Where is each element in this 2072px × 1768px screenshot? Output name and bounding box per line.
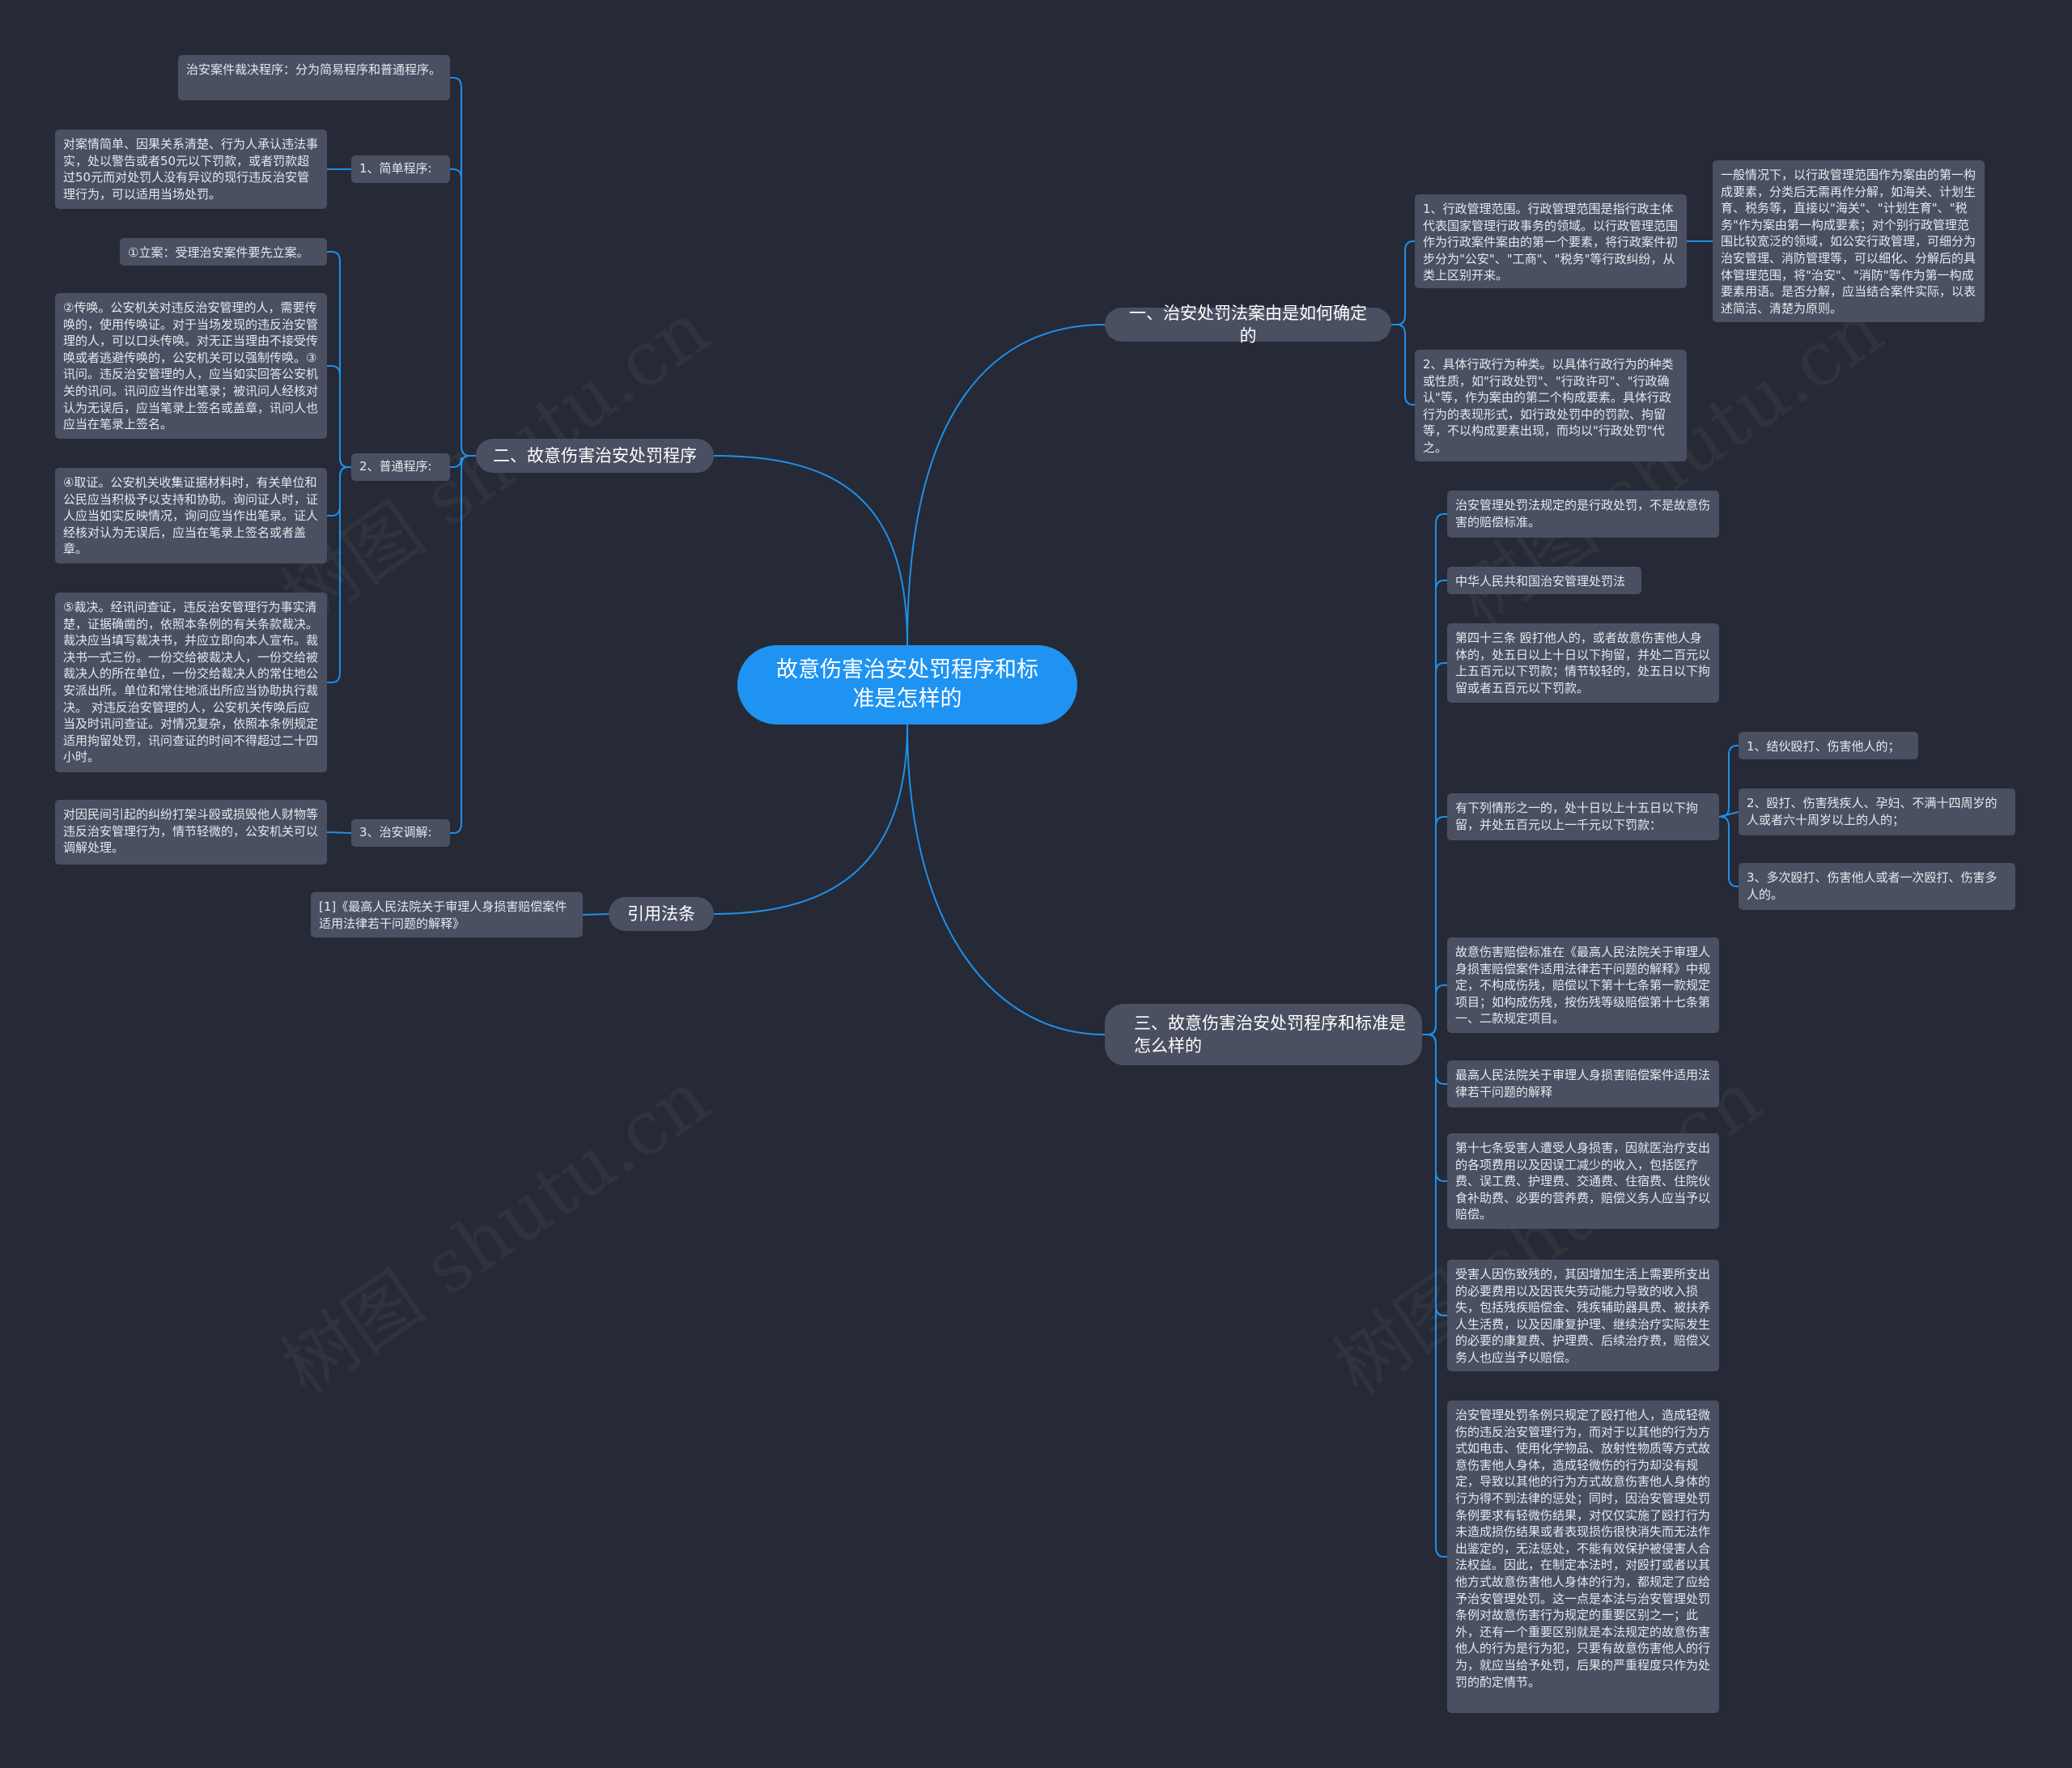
- procedure-overview[interactable]: 治安案件裁决程序：分为简易程序和普通程序。: [178, 55, 450, 100]
- link-b1-1: [1391, 324, 1415, 406]
- link-root-b2: [713, 455, 908, 646]
- standard-item-1[interactable]: 治安管理处罚法规定的是行政处罚，不是故意伤害的赔偿标准。: [1447, 491, 1719, 538]
- standard-item-6[interactable]: 最高人民法院关于审理人身损害赔偿案件适用法律若干问题的解释: [1447, 1060, 1719, 1107]
- link-normal-3: [327, 466, 351, 683]
- link-normal-1: [327, 365, 351, 468]
- link-b2-3: [450, 455, 476, 834]
- normal-step-summon[interactable]: ②传唤。公安机关对违反治安管理的人，需要传唤的，使用传唤证。对于当场发现的违反治…: [55, 293, 327, 439]
- standard-item-4[interactable]: 有下列情形之一的，处十日以上十五日以下拘留，并处五百元以上一千元以下罚款：: [1447, 793, 1719, 840]
- link-root-b4: [713, 724, 908, 915]
- citation-reference[interactable]: [1]《最高人民法院关于审理人身损害赔偿案件适用法律若干问题的解释》: [311, 892, 583, 937]
- link-b3-7: [1422, 1034, 1447, 1316]
- standard-item-7[interactable]: 第十七条受害人遭受人身损害，因就医治疗支出的各项费用以及因误工减少的收入，包括医…: [1447, 1133, 1719, 1229]
- branch-citation[interactable]: 引用法条: [609, 897, 714, 931]
- link-b4-0: [582, 913, 609, 916]
- root-topic[interactable]: 故意伤害治安处罚程序和标准是怎样的: [737, 645, 1077, 725]
- link-b2-0: [450, 77, 476, 457]
- link-s4-1: [1718, 811, 1739, 818]
- branch-case-cause[interactable]: 一、治安处罚法案由是如何确定的: [1105, 304, 1391, 346]
- link-b3-5: [1422, 1034, 1447, 1085]
- link-b3-4: [1422, 984, 1447, 1035]
- aggravating-case-3[interactable]: 3、多次殴打、伤害他人或者一次殴打、伤害多人的。: [1739, 863, 2015, 910]
- mediation-text[interactable]: 对因民间引起的纠纷打架斗殴或损毁他人财物等违反治安管理行为，情节轻微的，公安机关…: [55, 800, 327, 865]
- branch-standard[interactable]: 三、故意伤害治安处罚程序和标准是怎么样的: [1105, 1004, 1422, 1065]
- branch-procedure[interactable]: 二、故意伤害治安处罚程序: [476, 439, 714, 473]
- standard-item-3[interactable]: 第四十三条 殴打他人的，或者故意伤害他人身体的，处五日以上十日以下拘留，并处二百…: [1447, 623, 1719, 703]
- case-cause-item-2[interactable]: 2、具体行政行为种类。以具体行政行为的种类或性质，如"行政处罚"、"行政许可"、…: [1415, 350, 1687, 461]
- case-cause-item-1[interactable]: 1、行政管理范围。行政管理范围是指行政主体代表国家管理行政事务的领域。以行政管理…: [1415, 194, 1687, 288]
- aggravating-case-1[interactable]: 1、结伙殴打、伤害他人的；: [1739, 732, 1918, 759]
- link-b1-0: [1391, 240, 1415, 325]
- standard-item-9[interactable]: 治安管理处罚条例只规定了殴打他人，造成轻微伤的违反治安管理行为，而对于以其他的行…: [1447, 1400, 1719, 1713]
- normal-step-filing[interactable]: ①立案：受理治安案件要先立案。: [120, 238, 327, 266]
- standard-item-8[interactable]: 受害人因伤致残的，其因增加生活上需要所支出的必要费用以及因丧失劳动能力导致的收入…: [1447, 1260, 1719, 1371]
- normal-step-ruling[interactable]: ⑤裁决。经讯问查证，违反治安管理行为事实清楚，证据确凿的，依照本条例的有关条款裁…: [55, 593, 327, 772]
- standard-item-5[interactable]: 故意伤害赔偿标准在《最高人民法院关于审理人身损害赔偿案件适用法律若干问题的解释》…: [1447, 937, 1719, 1033]
- link-s4-2: [1719, 816, 1739, 887]
- simple-procedure-text[interactable]: 对案情简单、因果关系清楚、行为人承认违法事实，处以警告或者50元以下罚款，或者罚…: [55, 130, 327, 209]
- standard-item-2[interactable]: 中华人民共和国治安管理处罚法: [1447, 567, 1641, 594]
- link-b3-0: [1422, 513, 1447, 1035]
- normal-procedure-label[interactable]: 2、普通程序:: [351, 453, 450, 481]
- link-mediate-0: [326, 831, 352, 834]
- link-b3-6: [1422, 1034, 1447, 1182]
- case-cause-item-1-detail[interactable]: 一般情况下，以行政管理范围作为案由的第一构成要素，分类后无需再作分解，如海关、计…: [1713, 160, 1985, 322]
- link-root-b1: [906, 324, 1106, 646]
- link-b2-1: [450, 168, 476, 457]
- link-b3-3: [1422, 816, 1447, 1035]
- mediation-label[interactable]: 3、治安调解:: [351, 819, 450, 847]
- link-root-b3: [906, 724, 1106, 1035]
- simple-procedure-label[interactable]: 1、简单程序:: [351, 155, 450, 183]
- link-b3-1: [1422, 580, 1447, 1035]
- link-b3-2: [1422, 662, 1447, 1035]
- normal-step-evidence[interactable]: ④取证。公安机关收集证据材料时，有关单位和公民应当积极予以支持和协助。询问证人时…: [55, 468, 327, 563]
- link-s4-0: [1719, 745, 1739, 818]
- aggravating-case-2[interactable]: 2、殴打、伤害残疾人、孕妇、不满十四周岁的人或者六十周岁以上的人的；: [1739, 788, 2015, 835]
- link-b3-8: [1422, 1034, 1447, 1558]
